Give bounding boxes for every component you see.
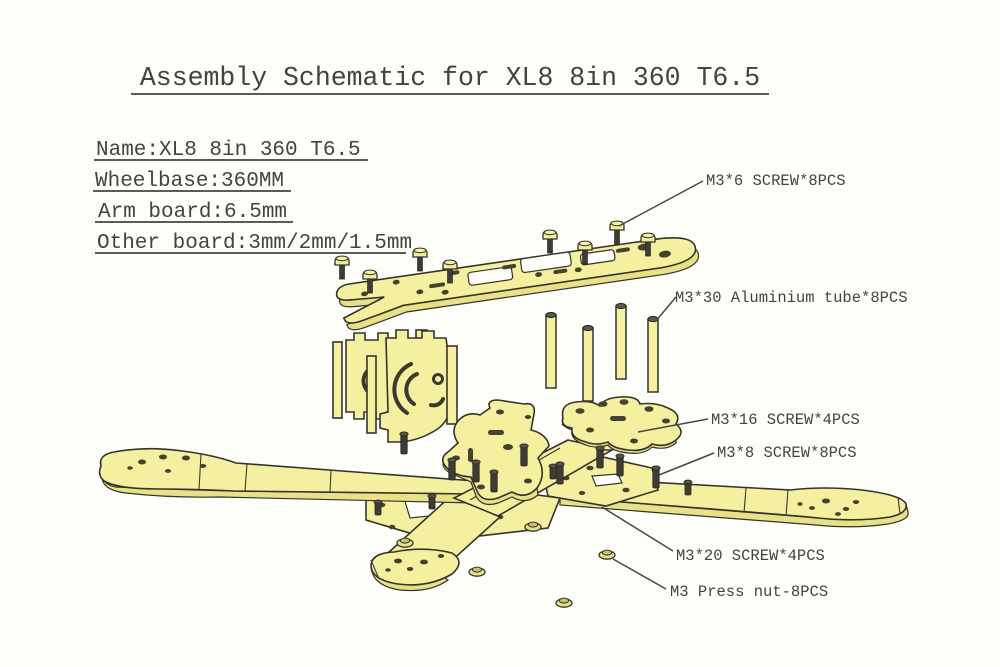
header: Assembly Schematic for XL8 8in 360 T6.5	[131, 63, 769, 95]
spec-line-arm-board: Arm board:6.5mm	[98, 201, 287, 224]
callout-m3x20-screw: M3*20 SCREW*4PCS	[676, 547, 825, 565]
page-title: Assembly Schematic for XL8 8in 360 T6.5	[140, 63, 760, 93]
leader-line-m3x30	[654, 296, 677, 323]
spec-line-wheelbase: Wheelbase:360MM	[95, 170, 284, 193]
top-plate	[334, 232, 703, 333]
motor-plate-rear-right	[561, 396, 682, 454]
standoff-post	[332, 341, 343, 419]
standoff-post	[366, 355, 377, 434]
callout-m3-press-nut: M3 Press nut-8PCS	[670, 583, 828, 601]
leader-line-m3x8	[658, 452, 715, 476]
leader-line-m3x20	[601, 506, 674, 552]
camera-mount	[332, 329, 458, 443]
standoff-post	[446, 345, 458, 425]
arm-left	[98, 447, 476, 504]
leader-line-m3x6	[618, 180, 704, 227]
leader-line-m3x16	[637, 418, 709, 433]
mid-plate	[441, 399, 550, 506]
camera-side-plate-front	[379, 329, 457, 443]
callout-m3x8-screw: M3*8 SCREW*8PCS	[717, 444, 857, 462]
aluminium-tubes	[545, 302, 659, 402]
spec-list: Name:XL8 8in 360 T6.5 Wheelbase:360MM Ar…	[93, 139, 412, 255]
callout-m3x6-screw: M3*6 SCREW*8PCS	[706, 172, 846, 190]
leader-line-press-nut	[612, 558, 667, 590]
callouts: M3*6 SCREW*8PCS M3*30 Aluminium tube*8PC…	[601, 172, 908, 601]
arm-rear-left	[370, 494, 502, 592]
callout-m3x16-screw: M3*16 SCREW*4PCS	[711, 411, 860, 429]
spec-line-other-board: Other board:3mm/2mm/1.5mm	[97, 232, 412, 255]
spec-line-name: Name:XL8 8in 360 T6.5	[96, 139, 361, 162]
callout-m3x30-tube: M3*30 Aluminium tube*8PCS	[675, 289, 908, 307]
